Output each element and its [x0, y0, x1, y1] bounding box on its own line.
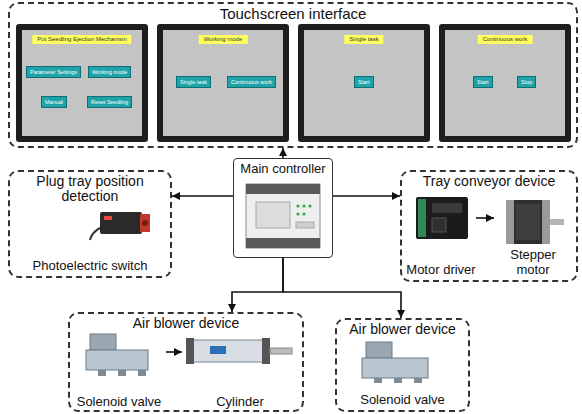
node-label: Air blower device	[70, 314, 302, 331]
node-label: Start	[355, 77, 373, 87]
touchscreen-screen: Pot Seedling Ejection MechanismParameter…	[16, 24, 148, 142]
node-label: Start	[474, 77, 492, 87]
node-label: Working mode	[199, 35, 248, 44]
node-label: Continuous work	[478, 35, 533, 44]
node-label: Pot Seedling Ejection Mechanism	[32, 35, 131, 44]
controller-box: Main controller	[233, 158, 333, 258]
touchscreen-screen: Working modeSingle task Continuous work	[157, 24, 289, 142]
valve-illustration	[86, 334, 148, 376]
node-label: Working mode	[89, 67, 130, 77]
connector-arrow	[476, 217, 494, 219]
screen-button: Working mode	[88, 66, 131, 78]
device-group: Air blower deviceSolenoid valve Cylinder	[68, 312, 304, 412]
component-item: Cylinder	[182, 334, 298, 410]
touchscreen-screen: Single taskStart	[298, 24, 430, 142]
component-item: Solenoid valve	[345, 338, 460, 408]
connector-arrow	[172, 195, 233, 197]
node-label: Parameter Settings	[27, 67, 80, 77]
node-label: Continuous work	[228, 77, 275, 87]
node-label: Stop	[518, 77, 535, 87]
touchscreen-group: Touchscreen interfacePot Seedling Ejecti…	[8, 2, 578, 148]
node-label: Stepper motor	[494, 248, 572, 278]
node-label: Photoelectric switch	[33, 259, 148, 274]
node-label: Single task	[344, 35, 383, 44]
node-label: Motor driver	[406, 263, 475, 278]
device-group: Tray conveyor deviceMotor driver Stepper …	[400, 170, 578, 282]
node-label: Main controller	[234, 159, 332, 176]
screen-button: Reset Seedling	[87, 96, 132, 108]
node-label: Manual	[42, 97, 66, 107]
cylinder-illustration	[186, 338, 292, 364]
connector-arrow	[283, 258, 401, 318]
node-label: Tray conveyor device	[402, 172, 576, 189]
node-label: Cylinder	[216, 395, 264, 410]
plc-illustration	[246, 184, 320, 248]
component-item: Motor driver	[406, 192, 476, 278]
stepper-illustration	[506, 200, 564, 244]
connector-arrow	[166, 351, 182, 353]
node-label: Solenoid valve	[77, 395, 162, 410]
device-group: Plug tray position detectionPhotoelectri…	[8, 170, 172, 278]
connector-arrow	[232, 258, 283, 312]
node-label: Reset Seedling	[88, 97, 131, 107]
screen-button: Manual	[41, 96, 67, 108]
component-item: Stepper motor	[494, 192, 572, 278]
touchscreen-screen: Continuous workStart Stop	[439, 24, 571, 142]
valve-illustration	[362, 342, 428, 383]
node-label: Single task	[177, 77, 210, 87]
screen-button: Single task	[176, 76, 211, 88]
node-label: Plug tray position detection	[10, 172, 170, 205]
sensor-illustration	[90, 212, 150, 240]
connector-arrow	[282, 148, 284, 158]
screen-button: Continuous work	[227, 76, 276, 88]
node-label: Air blower device	[337, 320, 468, 337]
driver-illustration	[416, 197, 468, 239]
connector-arrow	[333, 195, 400, 197]
screen-button: Start	[354, 76, 374, 88]
component-item: Photoelectric switch	[14, 206, 166, 274]
device-group: Air blower deviceSolenoid valve	[335, 318, 470, 412]
component-item: Solenoid valve	[72, 334, 166, 410]
node-label: Solenoid valve	[360, 393, 445, 408]
node-label: Touchscreen interface	[10, 4, 576, 23]
screen-button: Start	[473, 76, 493, 88]
screen-button: Parameter Settings	[26, 66, 81, 78]
screen-button: Stop	[517, 76, 536, 88]
